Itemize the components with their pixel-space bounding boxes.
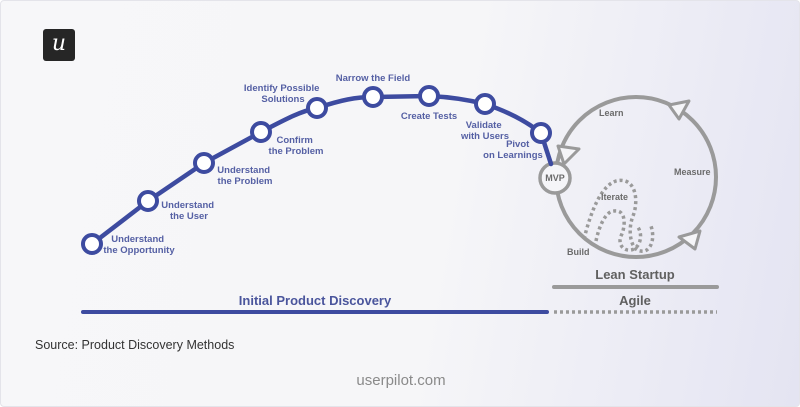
userpilot-logo-icon: u (43, 29, 75, 61)
step-node-1 (81, 233, 103, 255)
learn-label: Learn (599, 108, 624, 118)
step-node-4 (250, 121, 272, 143)
initial-discovery-label: Initial Product Discovery (239, 293, 392, 308)
iterate-label: Iterate (601, 192, 628, 202)
step-label-2: Understand the User (161, 200, 216, 222)
iterate-loop-inner (594, 209, 643, 252)
step-node-8 (474, 93, 496, 115)
source-caption: Source: Product Discovery Methods (35, 338, 235, 352)
mvp-label: MVP (545, 173, 565, 183)
discovery-curve (81, 85, 554, 255)
step-node-7 (418, 85, 440, 107)
lean-startup-label: Lean Startup (595, 267, 675, 282)
step-node-3 (193, 152, 215, 174)
step-label-3: Understand the Problem (217, 165, 272, 187)
step-node-2 (137, 190, 159, 212)
step-node-6 (362, 86, 384, 108)
step-label-7: Create Tests (401, 111, 457, 122)
step-label-8: Validate with Users (460, 120, 509, 142)
footer-watermark: userpilot.com (356, 372, 446, 389)
step-label-5: Identify Possible Solutions (244, 83, 322, 105)
mvp-node (538, 161, 572, 195)
iterate-loop-outer (582, 178, 655, 253)
step-node-5 (306, 97, 328, 119)
loop-arrow-icon (667, 99, 691, 121)
loop-arrow-icon (556, 144, 581, 166)
step-label-1: Understand the Opportunity (103, 234, 175, 256)
agile-label: Agile (619, 293, 651, 308)
step-label-4: Confirm the Problem (269, 135, 324, 157)
build-label: Build (567, 247, 590, 257)
lean-startup-loop: Iterate Learn Measure Build MVP (538, 95, 718, 259)
measure-label: Measure (674, 167, 711, 177)
loop-arrow-icon (677, 229, 702, 251)
phase-bars: Lean Startup Initial Product Discovery A… (81, 267, 719, 314)
step-label-6: Narrow the Field (336, 73, 411, 84)
step-label-9: Pivot on Learnings (483, 139, 543, 161)
step-node-9 (530, 122, 552, 144)
step-labels: Understand the Opportunity Understand th… (103, 73, 542, 256)
